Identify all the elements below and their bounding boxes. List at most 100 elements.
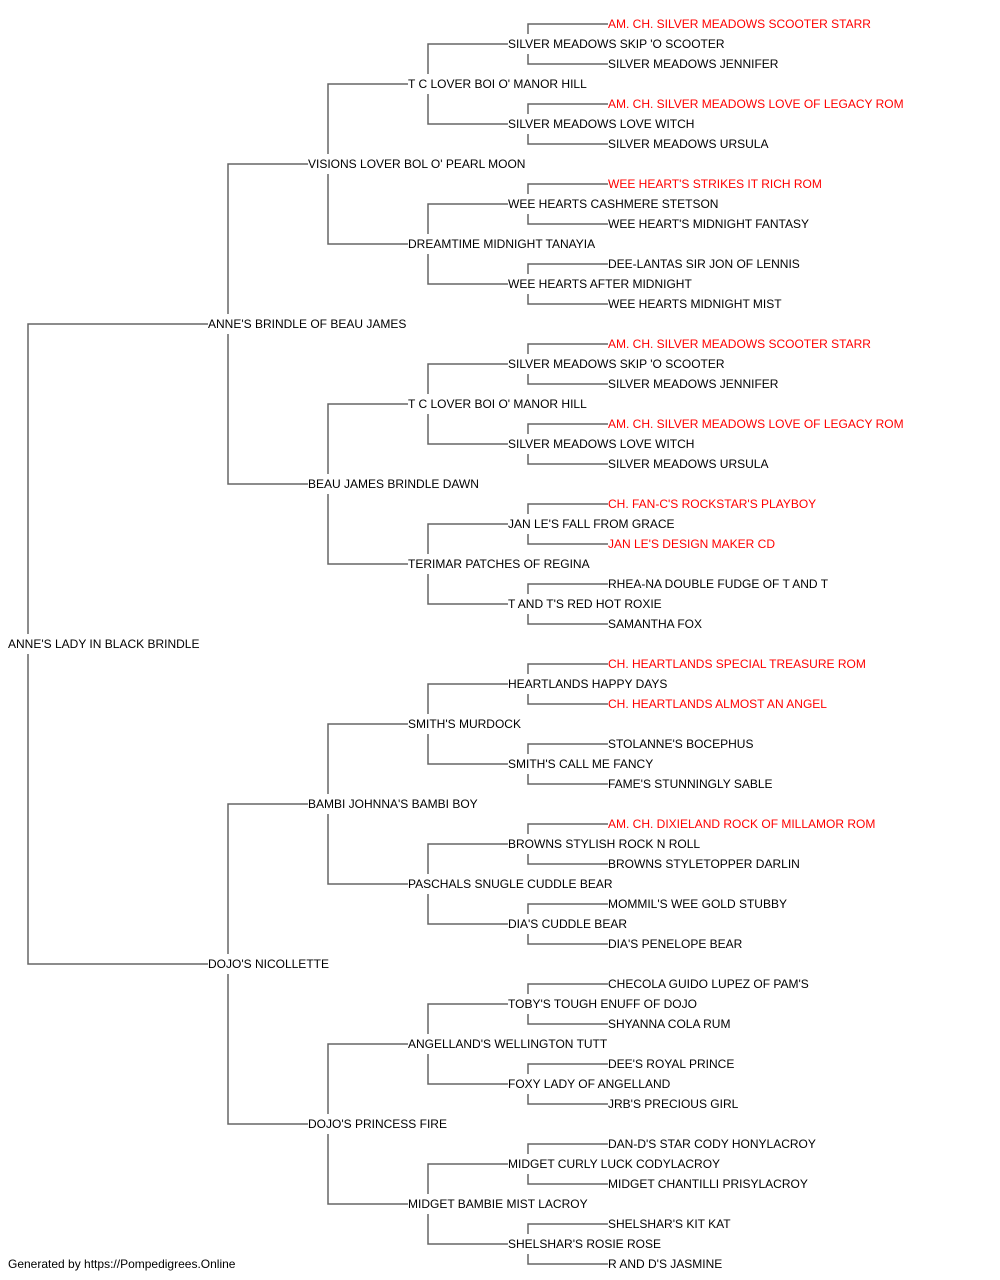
connector-line — [527, 534, 608, 545]
connector-line — [327, 1043, 408, 1114]
connector-line — [427, 734, 508, 765]
pedigree-connector-lines — [27, 23, 608, 1265]
dam-name: MIDGET BAMBIE MIST LACROY — [408, 1197, 588, 1211]
sire-name: AM. CH. SILVER MEADOWS SCOOTER STARR — [608, 17, 871, 31]
connector-line — [527, 503, 608, 514]
dam-name: SHYANNA COLA RUM — [608, 1017, 730, 1031]
sire-name: STOLANNE'S BOCEPHUS — [608, 737, 753, 751]
dam-name: SMITH'S CALL ME FANCY — [508, 757, 653, 771]
dam-name: WEE HEARTS AFTER MIDNIGHT — [508, 277, 692, 291]
connector-line — [527, 694, 608, 705]
sire-name: SILVER MEADOWS SKIP 'O SCOOTER — [508, 357, 725, 371]
connector-line — [527, 1223, 608, 1234]
connector-line — [527, 854, 608, 865]
dam-name: TERIMAR PATCHES OF REGINA — [408, 557, 590, 571]
dam-name: CH. HEARTLANDS ALMOST AN ANGEL — [608, 697, 827, 711]
connector-line — [527, 1143, 608, 1154]
sire-name: WEE HEARTS CASHMERE STETSON — [508, 197, 718, 211]
dam-name: DREAMTIME MIDNIGHT TANAYIA — [408, 237, 595, 251]
dam-name: BEAU JAMES BRINDLE DAWN — [308, 477, 479, 491]
dam-name: SILVER MEADOWS URSULA — [608, 457, 768, 471]
connector-line — [527, 663, 608, 674]
dam-name: PASCHALS SNUGLE CUDDLE BEAR — [408, 877, 613, 891]
sire-name: JAN LE'S FALL FROM GRACE — [508, 517, 675, 531]
connector-line — [527, 54, 608, 65]
connector-line — [527, 214, 608, 225]
sire-name: CHECOLA GUIDO LUPEZ OF PAM'S — [608, 977, 809, 991]
dam-name: BROWNS STYLETOPPER DARLIN — [608, 857, 800, 871]
connector-line — [427, 414, 508, 445]
connector-line — [527, 983, 608, 994]
footer-credit: Generated by https://Pompedigrees.Online — [8, 1257, 236, 1271]
connector-line — [327, 403, 408, 474]
sire-name: CH. HEARTLANDS SPECIAL TREASURE ROM — [608, 657, 866, 671]
connector-line — [427, 523, 508, 554]
sire-name: DAN-D'S STAR CODY HONYLACROY — [608, 1137, 816, 1151]
connector-line — [527, 614, 608, 625]
connector-line — [527, 583, 608, 594]
connector-line — [527, 934, 608, 945]
dam-name: SILVER MEADOWS LOVE WITCH — [508, 437, 694, 451]
sire-name: MOMMIL'S WEE GOLD STUBBY — [608, 897, 787, 911]
sire-name: T C LOVER BOI O' MANOR HILL — [408, 77, 587, 91]
sire-name: MIDGET CURLY LUCK CODYLACROY — [508, 1157, 720, 1171]
connector-line — [227, 163, 308, 314]
connector-line — [227, 974, 308, 1125]
connector-line — [427, 894, 508, 925]
connector-line — [427, 1003, 508, 1034]
connector-line — [527, 374, 608, 385]
connector-line — [327, 723, 408, 794]
connector-line — [427, 94, 508, 125]
subject-dog-name: ANNE'S LADY IN BLACK BRINDLE — [8, 637, 199, 651]
connector-line — [27, 654, 208, 965]
connector-line — [327, 174, 408, 245]
connector-line — [527, 1094, 608, 1105]
connector-line — [527, 103, 608, 114]
dam-name: DOJO'S PRINCESS FIRE — [308, 1117, 447, 1131]
connector-line — [527, 1063, 608, 1074]
dam-name: T AND T'S RED HOT ROXIE — [508, 597, 662, 611]
sire-name: AM. CH. SILVER MEADOWS LOVE OF LEGACY RO… — [608, 97, 904, 111]
sire-name: VISIONS LOVER BOL O' PEARL MOON — [308, 157, 525, 171]
sire-name: CH. FAN-C'S ROCKSTAR'S PLAYBOY — [608, 497, 816, 511]
dam-name: SHELSHAR'S ROSIE ROSE — [508, 1237, 661, 1251]
connector-line — [527, 23, 608, 34]
sire-name: DEE'S ROYAL PRINCE — [608, 1057, 734, 1071]
dam-name: R AND D'S JASMINE — [608, 1257, 722, 1271]
connector-line — [527, 263, 608, 274]
sire-name: AM. CH. SILVER MEADOWS SCOOTER STARR — [608, 337, 871, 351]
sire-name: WEE HEART'S STRIKES IT RICH ROM — [608, 177, 822, 191]
sire-name: AM. CH. SILVER MEADOWS LOVE OF LEGACY RO… — [608, 417, 904, 431]
connector-line — [527, 1254, 608, 1265]
connector-line — [527, 1014, 608, 1025]
sire-name: SILVER MEADOWS SKIP 'O SCOOTER — [508, 37, 725, 51]
connector-line — [427, 1163, 508, 1194]
dam-name: SAMANTHA FOX — [608, 617, 702, 631]
sire-name: SHELSHAR'S KIT KAT — [608, 1217, 731, 1231]
dam-name: SILVER MEADOWS URSULA — [608, 137, 768, 151]
connector-line — [527, 823, 608, 834]
connector-line — [527, 1174, 608, 1185]
dam-name: MIDGET CHANTILLI PRISYLACROY — [608, 1177, 808, 1191]
connector-line — [427, 574, 508, 605]
dam-name: WEE HEART'S MIDNIGHT FANTASY — [608, 217, 809, 231]
connector-line — [527, 774, 608, 785]
dam-name: DOJO'S NICOLLETTE — [208, 957, 329, 971]
connector-line — [527, 183, 608, 194]
connector-line — [227, 803, 308, 954]
sire-name: TOBY'S TOUGH ENUFF OF DOJO — [508, 997, 697, 1011]
connector-line — [427, 843, 508, 874]
connector-line — [327, 83, 408, 154]
dam-name: SILVER MEADOWS JENNIFER — [608, 377, 779, 391]
connector-line — [527, 343, 608, 354]
sire-name: ANGELLAND'S WELLINGTON TUTT — [408, 1037, 608, 1051]
dam-name: DIA'S CUDDLE BEAR — [508, 917, 627, 931]
dam-name: SILVER MEADOWS LOVE WITCH — [508, 117, 694, 131]
connector-line — [227, 334, 308, 485]
dam-name: FOXY LADY OF ANGELLAND — [508, 1077, 671, 1091]
dam-name: DIA'S PENELOPE BEAR — [608, 937, 743, 951]
connector-line — [427, 683, 508, 714]
connector-line — [527, 423, 608, 434]
